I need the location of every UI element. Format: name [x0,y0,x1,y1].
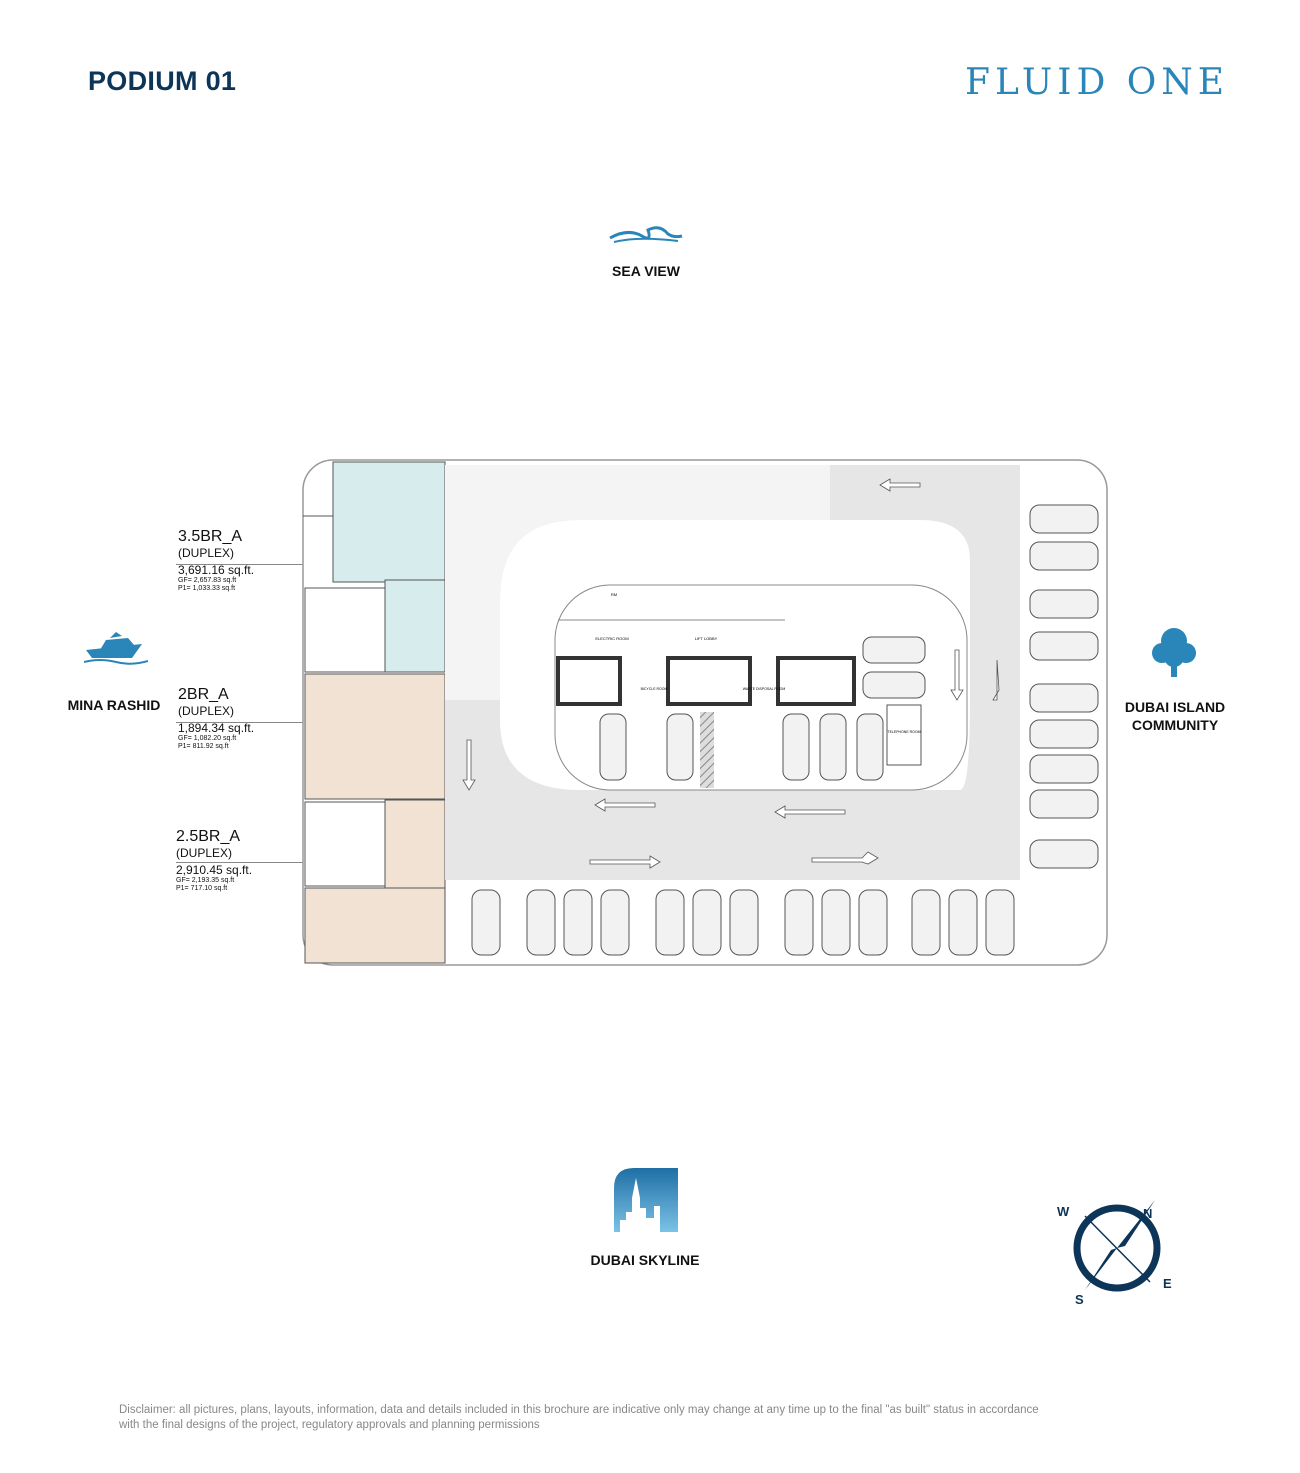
brand-logo: FLUID ONE [965,62,1230,103]
ramp-area [445,465,830,700]
parked-car [1029,839,1099,869]
compass-s: S [1075,1292,1084,1307]
compass-icon: W N E S [1057,1200,1172,1307]
parked-car [1029,683,1099,713]
disclaimer-line2: with the final designs of the project, r… [119,1419,540,1431]
unit-name: 3.5BR_A [178,528,243,545]
parked-car [1029,719,1099,749]
room-label-electric: ELECTRIC ROOM [595,636,628,641]
parked-car [858,889,888,956]
room-label-telephone: TELEPHONE ROOM [887,730,920,734]
parked-car [1029,631,1099,661]
parked-car [862,671,926,699]
unit-3-5br-a-plan [332,461,446,583]
unit-p1-area: P1= 717.10 sq.ft [176,885,228,892]
unit-area: 3,691.16 sq.ft. [178,563,255,577]
compass-e: E [1163,1276,1172,1291]
leader-line [176,722,346,723]
unit-p1-area: P1= 1,033.33 sq.ft [178,585,236,592]
page-title: PODIUM 01 [88,66,237,96]
lift-core [666,656,752,706]
leader-line [176,564,346,565]
unit-p1-area: P1= 811.92 sq.ft [178,743,229,750]
parked-car [911,889,941,956]
courtyard-1 [304,587,386,673]
room-label-waste: WASTE DISPOSAL ROOM [743,687,786,691]
unit-label-2br-a[interactable]: 2BR_A (DUPLEX) 1,894.34 sq.ft. GF= 1,082… [178,686,254,751]
compass-n: N [1143,1206,1152,1221]
dubai-island-label-line1: DUBAI ISLAND [1124,699,1226,715]
parked-car [655,889,685,956]
telephone-room [886,704,922,766]
dubai-skyline-label: DUBAI SKYLINE [590,1252,700,1268]
unit-2br-a-plan [304,673,446,800]
unit-gf-area: GF= 2,657.83 sq.ft [178,577,237,584]
parked-car [471,889,501,956]
unit-gf-area: GF= 1,082.20 sq.ft [178,735,237,742]
parked-car [729,889,759,956]
parked-car [600,889,630,956]
parked-car [1029,589,1099,619]
unit-name: 2.5BR_A [176,828,241,845]
mina-rashid-label: MINA RASHID [67,697,161,713]
parked-car [599,713,627,781]
unit-area: 1,894.34 sq.ft. [178,721,255,735]
accessible-hatch [700,712,714,788]
parked-car [862,636,926,664]
parked-car [563,889,593,956]
parked-car [526,889,556,956]
parked-car [782,713,810,781]
unit-3-5br-a-stair [384,579,446,673]
unit-gf-area: GF= 2,193.35 sq.ft [176,877,235,884]
courtyard-2 [304,801,386,887]
parked-car [1029,754,1099,784]
disclaimer: Disclaimer: all pictures, plans, layouts… [119,1403,1119,1433]
unit-label-3-5br-a[interactable]: 3.5BR_A (DUPLEX) 3,691.16 sq.ft. GF= 2,6… [178,528,254,593]
unit-name: 2BR_A [178,686,229,703]
parked-car [948,889,978,956]
leader-line [176,862,346,863]
parked-car [666,713,694,781]
parked-car [985,889,1015,956]
stair-core-1 [556,656,622,706]
unit-2-5br-a-plan [304,887,446,964]
unit-type: (DUPLEX) [176,846,233,860]
dubai-island-label: DUBAI ISLAND COMMUNITY [1115,698,1235,734]
sea-view-label: SEA VIEW [612,263,680,279]
parked-car [1029,504,1099,534]
skyline-icon [614,1168,678,1232]
unit-type: (DUPLEX) [178,704,235,718]
yacht-icon [84,632,148,665]
parked-car [1029,789,1099,819]
room-label-lift-lobby: LIFT LOBBY [695,636,718,641]
tree-icon [1152,628,1196,677]
disclaimer-line1: Disclaimer: all pictures, plans, layouts… [119,1404,1039,1416]
parked-car [692,889,722,956]
unit-type: (DUPLEX) [178,546,235,560]
unit-label-2-5br-a[interactable]: 2.5BR_A (DUPLEX) 2,910.45 sq.ft. GF= 2,1… [176,828,252,893]
compass-w: W [1057,1204,1070,1219]
dubai-island-label-line2: COMMUNITY [1131,717,1219,733]
room-label-bicycle: BICYCLE ROOM [641,687,668,691]
parked-car [784,889,814,956]
unit-2-5br-a-stair [384,799,446,891]
unit-area: 2,910.45 sq.ft. [176,863,253,877]
parked-car [856,713,884,781]
parked-car [819,713,847,781]
parked-car [821,889,851,956]
stair-core-2 [776,656,856,706]
parked-car [1029,541,1099,571]
wave-icon [609,226,683,243]
room-label-rm: RM [611,592,617,597]
